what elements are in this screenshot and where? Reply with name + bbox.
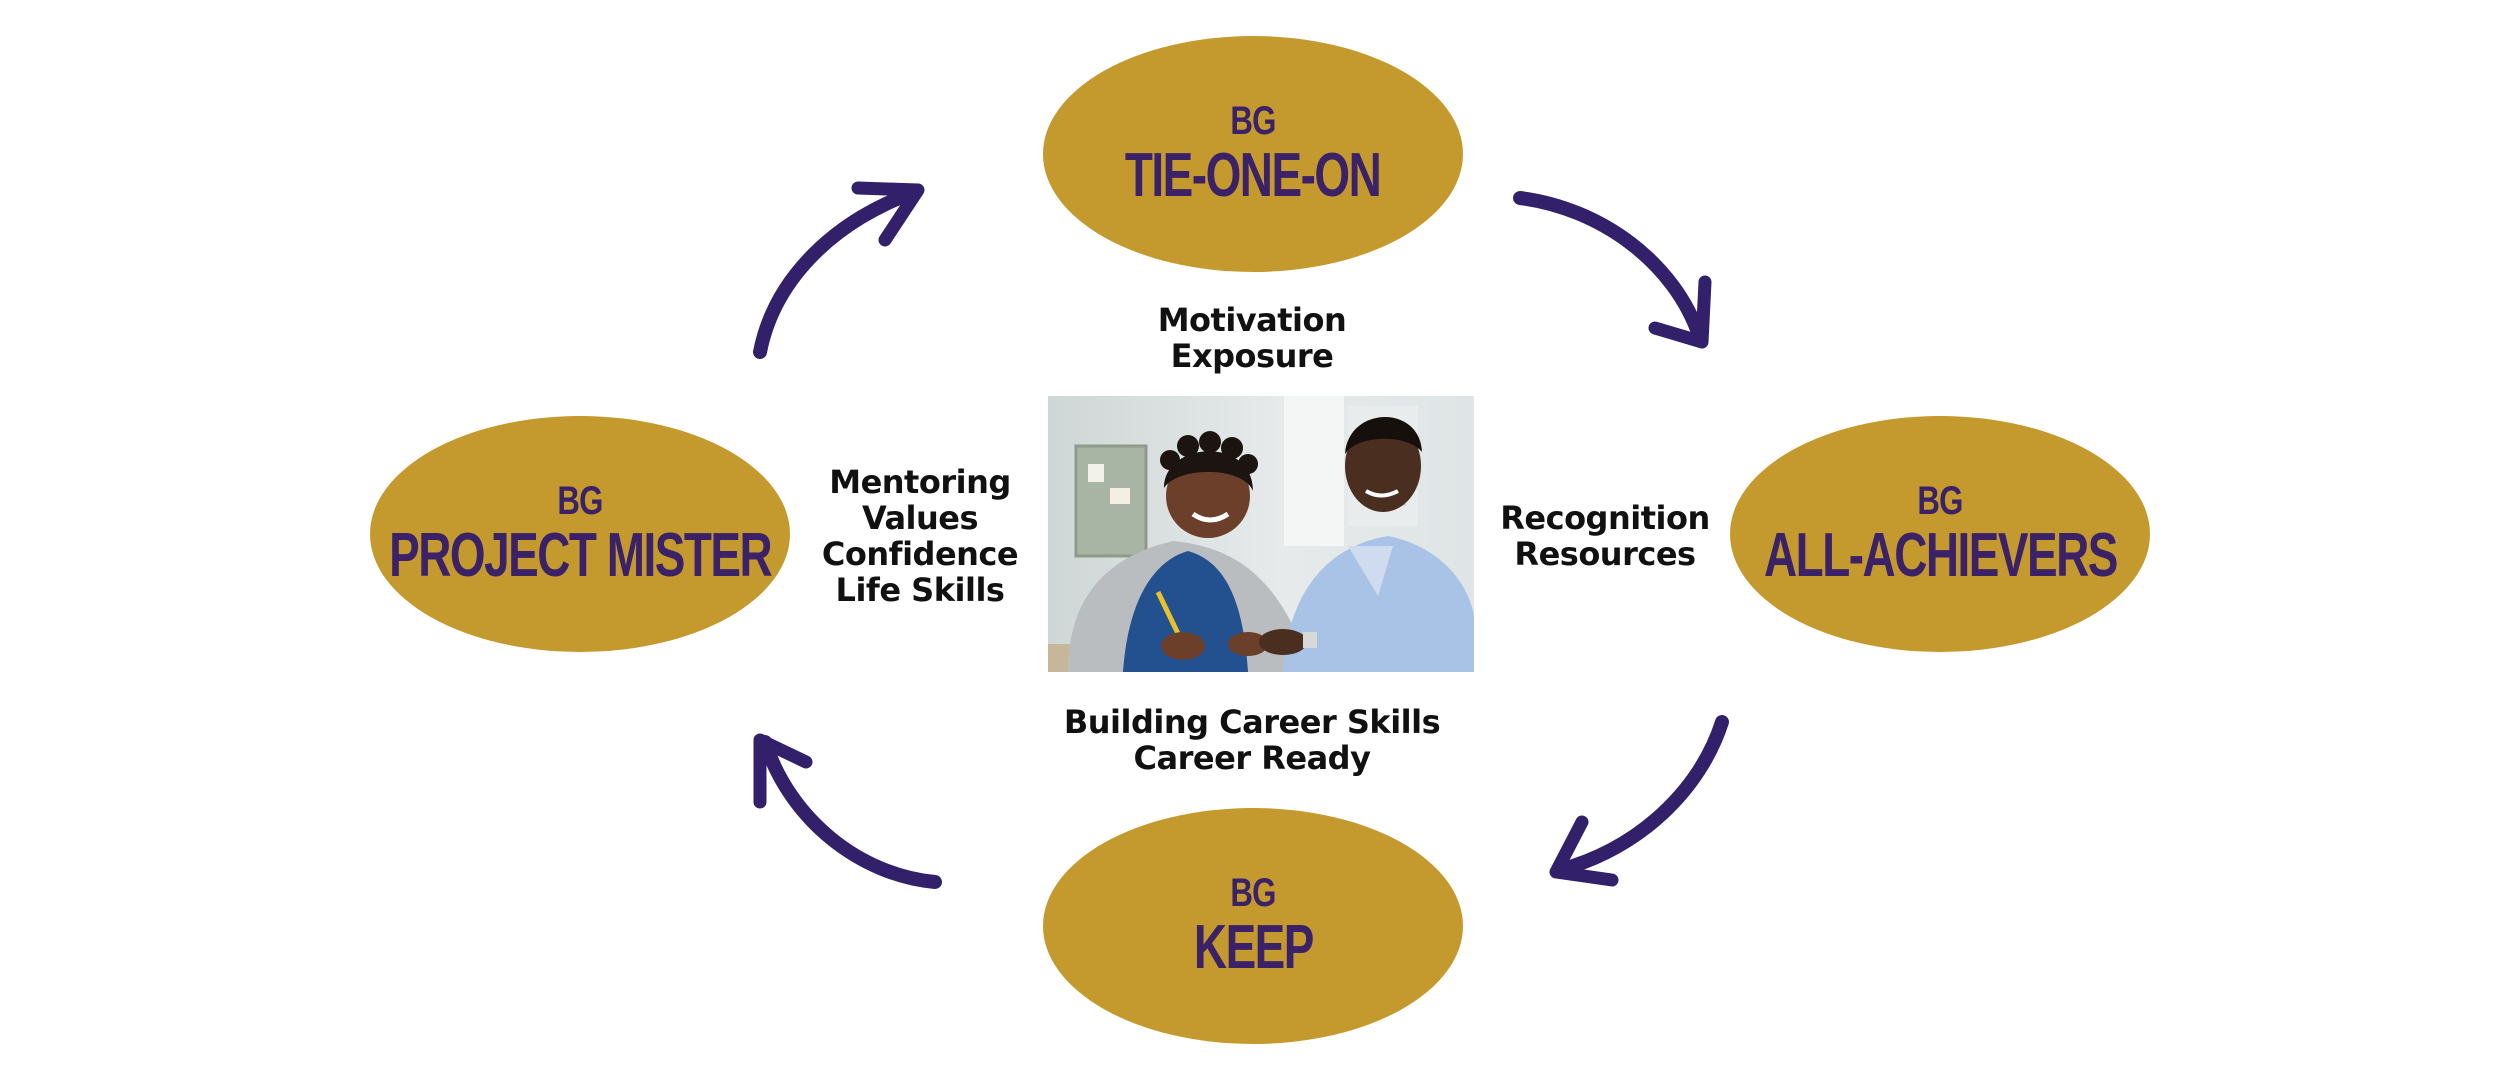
caption-right: Recognition Resources xyxy=(1455,500,1755,572)
node-title: KEEP xyxy=(1193,913,1314,982)
caption-line: Confidence xyxy=(821,535,1019,573)
caption-line: Building Career Skills xyxy=(1063,703,1441,741)
caption-line: Mentoring xyxy=(829,463,1011,501)
caption-line: Values xyxy=(861,499,979,537)
caption-line: Resources xyxy=(1514,535,1696,573)
caption-line: Recognition xyxy=(1500,499,1710,537)
node-title: TIE-ONE-ON xyxy=(1125,141,1382,210)
caption-line: Career Ready xyxy=(1133,739,1371,777)
node-prefix: BG xyxy=(557,479,603,523)
node-project-mister: BG PROJECT MISTER xyxy=(370,416,790,652)
node-keep: BG KEEP xyxy=(1043,808,1463,1044)
curved-arrow-icon xyxy=(1513,191,1712,349)
caption-line: Motivation xyxy=(1157,301,1347,339)
node-all-achievers: BG ALL-ACHIEVERS xyxy=(1730,416,2150,652)
caption-top: Motivation Exposure xyxy=(1052,302,1452,374)
mentor-and-student-photo xyxy=(1048,396,1474,672)
caption-left: Mentoring Values Confidence Life Skills xyxy=(770,464,1070,608)
curved-arrow-icon xyxy=(753,181,925,359)
node-prefix: BG xyxy=(1917,479,1963,523)
curved-arrow-icon xyxy=(753,733,942,889)
caption-bottom: Building Career Skills Career Ready xyxy=(1002,704,1502,776)
caption-line: Exposure xyxy=(1170,337,1334,375)
node-prefix: BG xyxy=(1230,99,1276,143)
node-prefix: BG xyxy=(1230,871,1276,915)
node-title: ALL-ACHIEVERS xyxy=(1763,521,2118,590)
curved-arrow-icon xyxy=(1549,715,1729,887)
caption-line: Life Skills xyxy=(835,571,1005,609)
node-tie-one-on: BG TIE-ONE-ON xyxy=(1043,36,1463,272)
node-title: PROJECT MISTER xyxy=(388,521,773,590)
